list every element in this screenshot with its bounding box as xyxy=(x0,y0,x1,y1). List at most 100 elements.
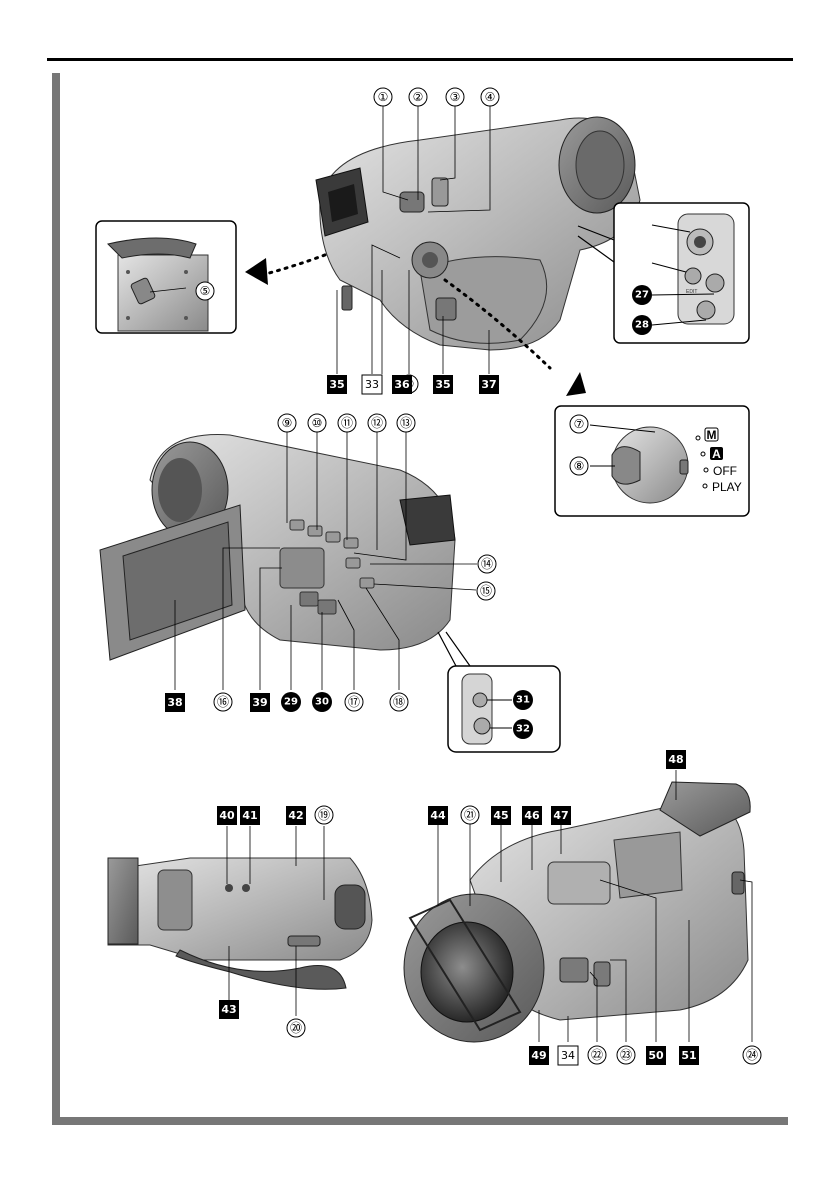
camera-bottom-view xyxy=(108,858,372,989)
callout-8: ⑧ xyxy=(570,457,588,475)
svg-text:51: 51 xyxy=(681,1049,696,1062)
svg-text:30: 30 xyxy=(315,697,329,708)
svg-text:39: 39 xyxy=(252,696,267,709)
callout-37: 37 xyxy=(479,375,499,394)
svg-text:⑧: ⑧ xyxy=(574,459,585,473)
svg-text:②: ② xyxy=(413,90,424,104)
camera-lcd-view xyxy=(100,435,455,660)
dial-mode-manual: M xyxy=(707,428,717,442)
callout-2: ② xyxy=(409,88,427,106)
camera-top-view xyxy=(316,117,640,350)
svg-text:40: 40 xyxy=(219,809,235,822)
svg-text:④: ④ xyxy=(485,90,496,104)
svg-text:50: 50 xyxy=(648,1049,664,1062)
svg-text:33: 33 xyxy=(365,378,379,391)
callout-15: ⑮ xyxy=(477,582,495,600)
callout-31: 31 xyxy=(513,690,533,710)
svg-text:29: 29 xyxy=(284,697,298,708)
svg-text:37: 37 xyxy=(481,378,496,391)
callout-40: 40 xyxy=(217,806,237,825)
callout-47: 47 xyxy=(551,806,571,825)
callout-12: ⑫ xyxy=(368,414,386,432)
viewfinder-inset xyxy=(96,221,236,333)
callout-50: 50 xyxy=(646,1046,666,1065)
svg-text:⑯: ⑯ xyxy=(217,695,229,709)
svg-text:⑫: ⑫ xyxy=(371,416,383,430)
callout-3: ③ xyxy=(446,88,464,106)
svg-text:㉑: ㉑ xyxy=(464,808,476,822)
svg-text:28: 28 xyxy=(635,320,649,331)
callout-35-bottom: 35 xyxy=(433,375,453,394)
svg-text:㉔: ㉔ xyxy=(746,1048,758,1062)
callout-38: 38 xyxy=(165,693,185,712)
callout-28: 28 xyxy=(632,315,652,335)
callout-22: ㉒ xyxy=(588,1046,606,1064)
svg-text:38: 38 xyxy=(167,696,182,709)
callout-33: 33 xyxy=(362,375,382,394)
svg-text:⑭: ⑭ xyxy=(481,557,493,571)
svg-text:⑩: ⑩ xyxy=(312,416,323,430)
callout-11: ⑪ xyxy=(338,414,356,432)
av-jack-inset xyxy=(438,632,560,752)
callout-20: ⑳ xyxy=(287,1019,305,1037)
svg-text:49: 49 xyxy=(531,1049,546,1062)
callout-30: 30 xyxy=(312,692,332,712)
svg-text:㉒: ㉒ xyxy=(591,1048,603,1062)
svg-text:27: 27 xyxy=(635,290,649,301)
svg-text:41: 41 xyxy=(242,809,257,822)
callout-39: 39 xyxy=(250,693,270,712)
svg-text:42: 42 xyxy=(288,809,303,822)
svg-text:⑱: ⑱ xyxy=(393,695,405,709)
callout-35-top: 35 xyxy=(327,375,347,394)
svg-text:44: 44 xyxy=(430,809,446,822)
svg-text:36: 36 xyxy=(394,378,410,391)
svg-text:①: ① xyxy=(378,90,389,104)
callout-5: ⑤ xyxy=(196,282,214,300)
svg-text:45: 45 xyxy=(493,809,508,822)
callout-1: ① xyxy=(374,88,392,106)
callout-42: 42 xyxy=(286,806,306,825)
callout-32: 32 xyxy=(513,719,533,739)
camera-front-view xyxy=(404,782,750,1042)
callout-9: ⑨ xyxy=(278,414,296,432)
callout-18: ⑱ xyxy=(390,693,408,711)
callout-7: ⑦ xyxy=(570,415,588,433)
svg-text:⑳: ⑳ xyxy=(290,1021,302,1035)
svg-text:⑨: ⑨ xyxy=(282,416,293,430)
callout-16: ⑯ xyxy=(214,693,232,711)
svg-text:⑤: ⑤ xyxy=(200,284,211,298)
svg-text:47: 47 xyxy=(553,809,568,822)
svg-text:35: 35 xyxy=(329,378,344,391)
svg-text:③: ③ xyxy=(450,90,461,104)
callout-13: ⑬ xyxy=(397,414,415,432)
svg-text:43: 43 xyxy=(221,1003,236,1016)
svg-text:⑦: ⑦ xyxy=(574,417,585,431)
callout-44: 44 xyxy=(428,806,448,825)
svg-text:35: 35 xyxy=(435,378,450,391)
svg-text:⑲: ⑲ xyxy=(318,808,330,822)
callout-36: 36 xyxy=(392,375,412,394)
svg-text:31: 31 xyxy=(516,695,530,706)
svg-text:⑪: ⑪ xyxy=(341,416,353,430)
svg-text:48: 48 xyxy=(668,753,683,766)
callout-17: ⑰ xyxy=(345,693,363,711)
svg-text:⑬: ⑬ xyxy=(400,416,412,430)
svg-text:⑮: ⑮ xyxy=(480,584,492,598)
callout-10: ⑩ xyxy=(308,414,326,432)
dial-mode-off: OFF xyxy=(713,464,737,478)
callout-23: ㉓ xyxy=(617,1046,635,1064)
callout-27: 27 xyxy=(632,285,652,305)
callout-24: ㉔ xyxy=(743,1046,761,1064)
dial-mode-play: PLAY xyxy=(712,480,742,494)
callout-19: ⑲ xyxy=(315,806,333,824)
svg-text:㉓: ㉓ xyxy=(620,1048,632,1062)
callout-21: ㉑ xyxy=(461,806,479,824)
callout-48: 48 xyxy=(666,750,686,769)
callout-46: 46 xyxy=(522,806,542,825)
callout-43: 43 xyxy=(219,1000,239,1019)
callout-4: ④ xyxy=(481,88,499,106)
svg-text:⑰: ⑰ xyxy=(348,695,360,709)
svg-text:32: 32 xyxy=(516,724,530,735)
pointer-arrowhead-left xyxy=(245,258,268,285)
